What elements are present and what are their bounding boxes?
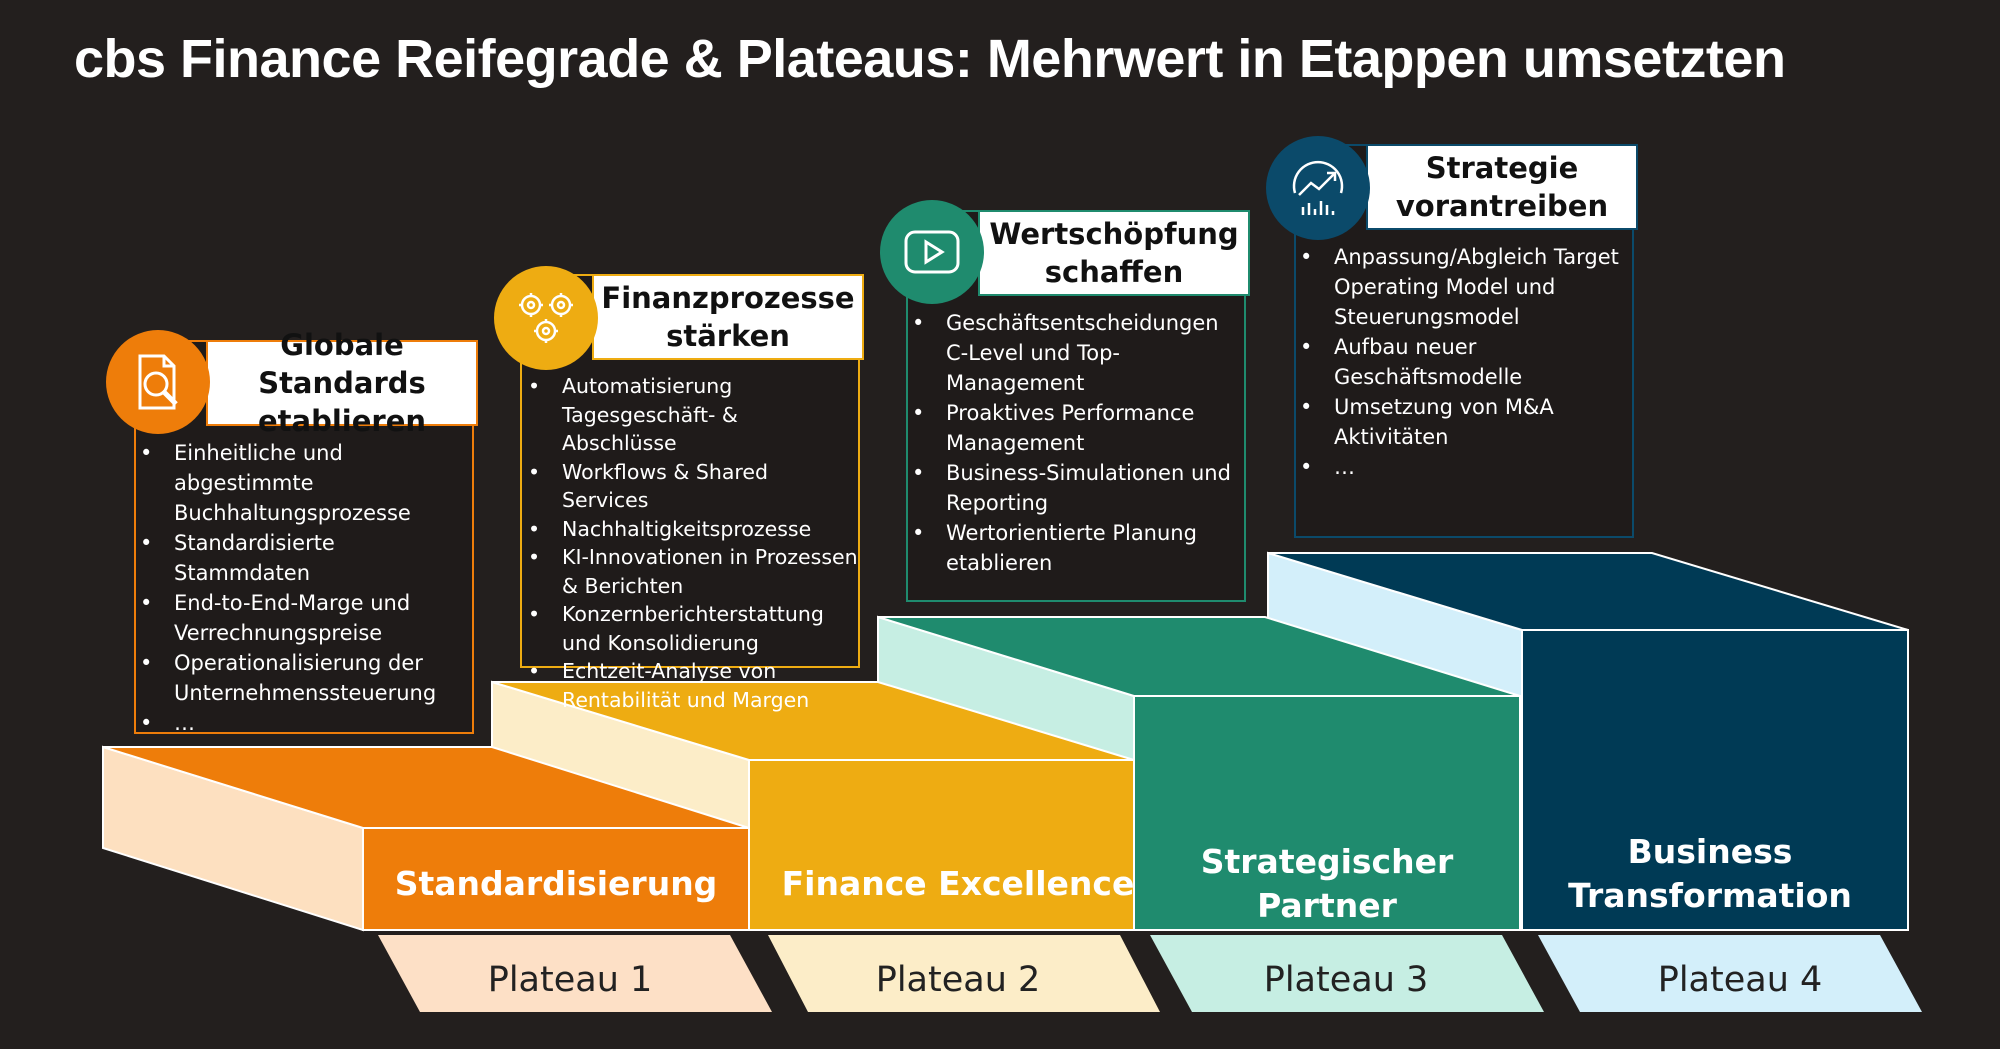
plateau-3-label: Plateau 3 xyxy=(1263,960,1429,1000)
list-item: Workflows & Shared Services xyxy=(528,458,858,515)
document-search-icon xyxy=(106,330,210,434)
stage-3-list: Geschäftsentscheidungen C-Level und Top-… xyxy=(912,308,1242,578)
list-item: Wertorientierte Planung etablieren xyxy=(912,518,1242,578)
list-item: Anpassung/Abgleich Target Operating Mode… xyxy=(1300,242,1630,332)
plateau-4-shape xyxy=(1538,935,1922,1012)
plateau-1-shape xyxy=(378,935,772,1012)
list-item: Operationalisierung der Unternehmenssteu… xyxy=(140,648,470,708)
plateau-2-shape xyxy=(768,935,1160,1012)
list-item: Umsetzung von M&A Aktivitäten xyxy=(1300,392,1630,452)
stage-4-card: Strategie vorantreiben Anpassung/Abgleic… xyxy=(1294,144,1638,538)
list-item: Standardisierte Stammdaten xyxy=(140,528,470,588)
stage-2-card: Finanzprozesse stärken Automatisierung T… xyxy=(520,274,864,712)
stage-4-label: Business Transformation xyxy=(1568,832,1852,915)
step-4-front xyxy=(1521,629,1909,931)
stage-3-label: Strategischer Partner xyxy=(1200,842,1454,925)
stage-3-card-title: Wertschöpfung schaffen xyxy=(978,210,1250,296)
list-item: Business-Simulationen und Reporting xyxy=(912,458,1242,518)
step-3-front xyxy=(1133,695,1521,931)
play-icon xyxy=(880,200,984,304)
stage-4-list: Anpassung/Abgleich Target Operating Mode… xyxy=(1300,242,1630,482)
gears-icon xyxy=(494,266,598,370)
list-item: KI-Innovationen in Prozessen & Berichten xyxy=(528,543,858,600)
growth-chart-icon xyxy=(1266,136,1370,240)
plateau-4-label: Plateau 4 xyxy=(1657,960,1823,1000)
stage-1-label: Standardisierung xyxy=(394,864,718,903)
stage-2-list: Automatisierung Tagesgeschäft- & Abschlü… xyxy=(528,372,858,714)
list-item: Geschäftsentscheidungen C-Level und Top-… xyxy=(912,308,1242,398)
list-item: Konzernberichterstattung und Konsolidier… xyxy=(528,600,858,657)
stage-1-list: Einheitliche und abgestimmte Buchhaltung… xyxy=(140,438,470,738)
list-item: Aufbau neuer Geschäftsmodelle xyxy=(1300,332,1630,392)
list-item: Proaktives Performance Management xyxy=(912,398,1242,458)
stage-4-card-title: Strategie vorantreiben xyxy=(1366,144,1638,230)
list-item: … xyxy=(140,708,470,738)
plateau-3-shape xyxy=(1150,935,1544,1012)
list-item: … xyxy=(1300,452,1630,482)
list-item: Echtzeit-Analyse von Rentabilität und Ma… xyxy=(528,657,858,714)
stage-1-card-title: Globale Standards etablieren xyxy=(206,328,478,438)
list-item: Automatisierung Tagesgeschäft- & Abschlü… xyxy=(528,372,858,458)
list-item: Einheitliche und abgestimmte Buchhaltung… xyxy=(140,438,470,528)
list-item: End-to-End-Marge und Verrechnungspreise xyxy=(140,588,470,648)
page-title: cbs Finance Reifegrade & Plateaus: Mehrw… xyxy=(74,29,1786,89)
plateau-1-label: Plateau 1 xyxy=(487,960,653,1000)
list-item: Nachhaltigkeitsprozesse xyxy=(528,515,858,544)
step-1-front xyxy=(362,827,750,931)
plateau-2-label: Plateau 2 xyxy=(875,960,1041,1000)
stage-2-label: Finance Excellence xyxy=(781,864,1135,903)
stage-2-card-title: Finanzprozesse stärken xyxy=(592,274,864,360)
